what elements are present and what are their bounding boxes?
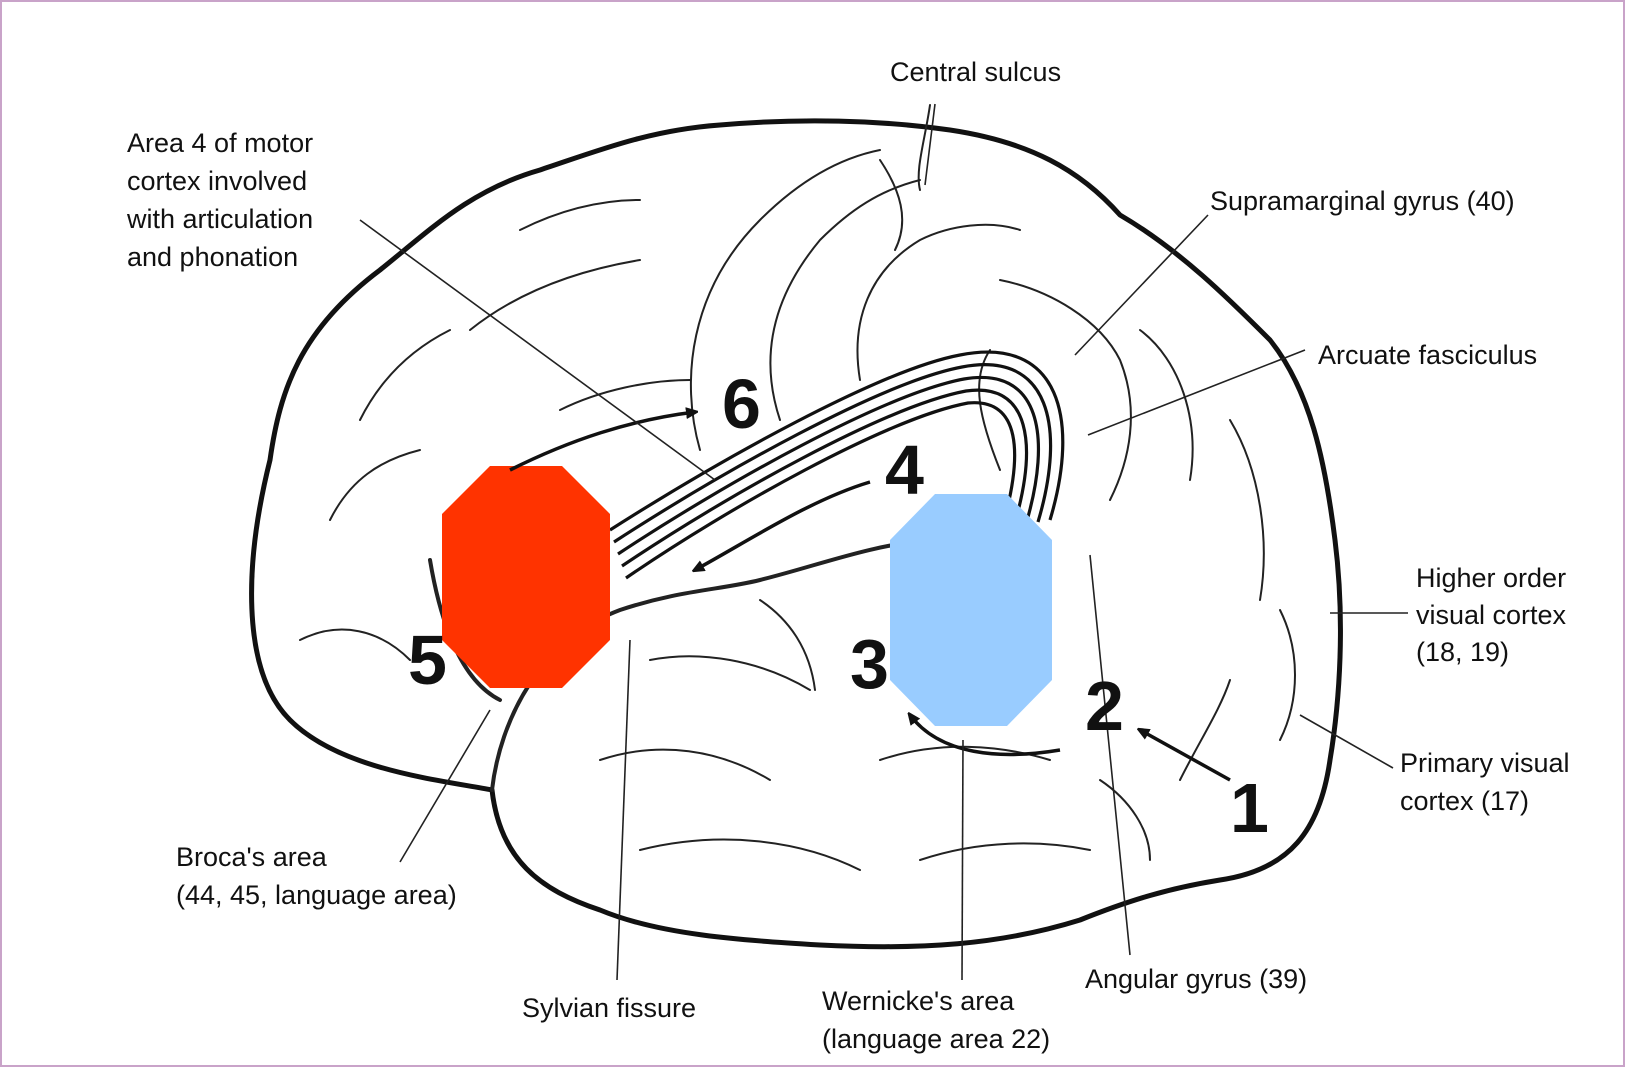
brain-outline: [252, 121, 1341, 947]
step-5: 5: [408, 621, 447, 699]
label-broca-line2: (44, 45, language area): [176, 880, 457, 910]
label-higher-visual-line2: visual cortex: [1416, 600, 1567, 630]
label-arcuate: Arcuate fasciculus: [1318, 340, 1537, 370]
step-1: 1: [1230, 769, 1269, 847]
step-4: 4: [885, 431, 924, 509]
label-primary-visual-line1: Primary visual: [1400, 748, 1570, 778]
label-angular: Angular gyrus (39): [1085, 964, 1307, 994]
label-area4-line4: and phonation: [127, 242, 298, 272]
label-central-sulcus: Central sulcus: [890, 57, 1061, 87]
label-higher-visual-line1: Higher order: [1416, 563, 1566, 593]
label-higher-visual-line3: (18, 19): [1416, 637, 1509, 667]
step-2: 2: [1085, 667, 1124, 745]
step-3: 3: [850, 625, 889, 703]
label-wernicke-line1: Wernicke's area: [822, 986, 1015, 1016]
label-wernicke-line2: (language area 22): [822, 1024, 1050, 1054]
label-primary-visual-line2: cortex (17): [1400, 786, 1529, 816]
broca-marker: [442, 466, 610, 688]
wernicke-marker: [890, 494, 1052, 726]
label-broca-line1: Broca's area: [176, 842, 328, 872]
label-area4-line1: Area 4 of motor: [127, 128, 313, 158]
label-area4-line2: cortex involved: [127, 166, 307, 196]
label-supramarginal: Supramarginal gyrus (40): [1210, 186, 1515, 216]
label-area4-line3: with articulation: [126, 204, 313, 234]
step-6: 6: [722, 365, 761, 443]
label-sylvian: Sylvian fissure: [522, 993, 696, 1023]
